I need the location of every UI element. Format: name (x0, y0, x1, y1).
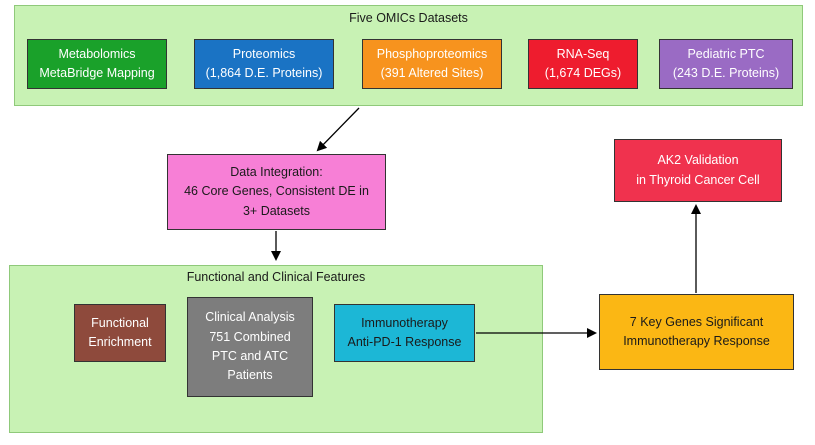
integration-line1: Data Integration: (230, 164, 323, 179)
phosphoproteomics-box: Phosphoproteomics (391 Altered Sites) (362, 39, 502, 89)
immunotherapy-line2: Anti-PD-1 Response (347, 335, 462, 349)
rnaseq-box: RNA-Seq (1,674 DEGs) (528, 39, 638, 89)
phosphoproteomics-line1: Phosphoproteomics (376, 46, 488, 61)
ak2-validation-box: AK2 Validation in Thyroid Cancer Cell (614, 139, 782, 202)
clinical-analysis-box: Clinical Analysis 751 Combined PTC and A… (187, 297, 313, 397)
phosphoproteomics-line2: (391 Altered Sites) (380, 66, 484, 80)
integration-line2: 46 Core Genes, Consistent DE in (184, 184, 369, 199)
clinical-line3: PTC and ATC (211, 349, 289, 363)
metabolomics-line1: Metabolomics (58, 46, 136, 61)
omics-panel-title: Five OMICs Datasets (349, 11, 468, 25)
proteomics-line1: Proteomics (232, 46, 296, 61)
data-integration-box: Data Integration: 46 Core Genes, Consist… (167, 154, 386, 230)
functional-line1: Functional (91, 315, 149, 330)
clinical-line1: Clinical Analysis (205, 310, 295, 325)
rnaseq-line1: RNA-Seq (556, 46, 610, 61)
immunotherapy-box: Immunotherapy Anti-PD-1 Response (334, 304, 475, 362)
metabolomics-box: Metabolomics MetaBridge Mapping (27, 39, 167, 89)
metabolomics-line2: MetaBridge Mapping (39, 66, 155, 80)
key-genes-box: 7 Key Genes Significant Immunotherapy Re… (599, 294, 794, 370)
immunotherapy-line1: Immunotherapy (361, 315, 448, 330)
clinical-line4: Patients (227, 368, 273, 383)
functional-enrichment-box: Functional Enrichment (74, 304, 166, 362)
key-genes-line1: 7 Key Genes Significant (629, 314, 764, 329)
integration-line3: 3+ Datasets (242, 203, 311, 218)
rnaseq-line2: (1,674 DEGs) (544, 66, 622, 80)
clinical-line2: 751 Combined (209, 329, 291, 344)
pediatric-ptc-line1: Pediatric PTC (687, 46, 765, 61)
arrow-omics-to-integration (316, 107, 360, 152)
pediatric-ptc-line2: (243 D.E. Proteins) (672, 66, 780, 80)
functional-panel-title: Functional and Clinical Features (186, 270, 366, 284)
proteomics-line2: (1,864 D.E. Proteins) (205, 66, 323, 80)
proteomics-box: Proteomics (1,864 D.E. Proteins) (194, 39, 334, 89)
functional-line2: Enrichment (88, 335, 152, 349)
validation-line1: AK2 Validation (657, 153, 739, 168)
key-genes-line2: Immunotherapy Response (623, 334, 770, 348)
validation-line2: in Thyroid Cancer Cell (636, 172, 760, 187)
pediatric-ptc-box: Pediatric PTC (243 D.E. Proteins) (659, 39, 793, 89)
